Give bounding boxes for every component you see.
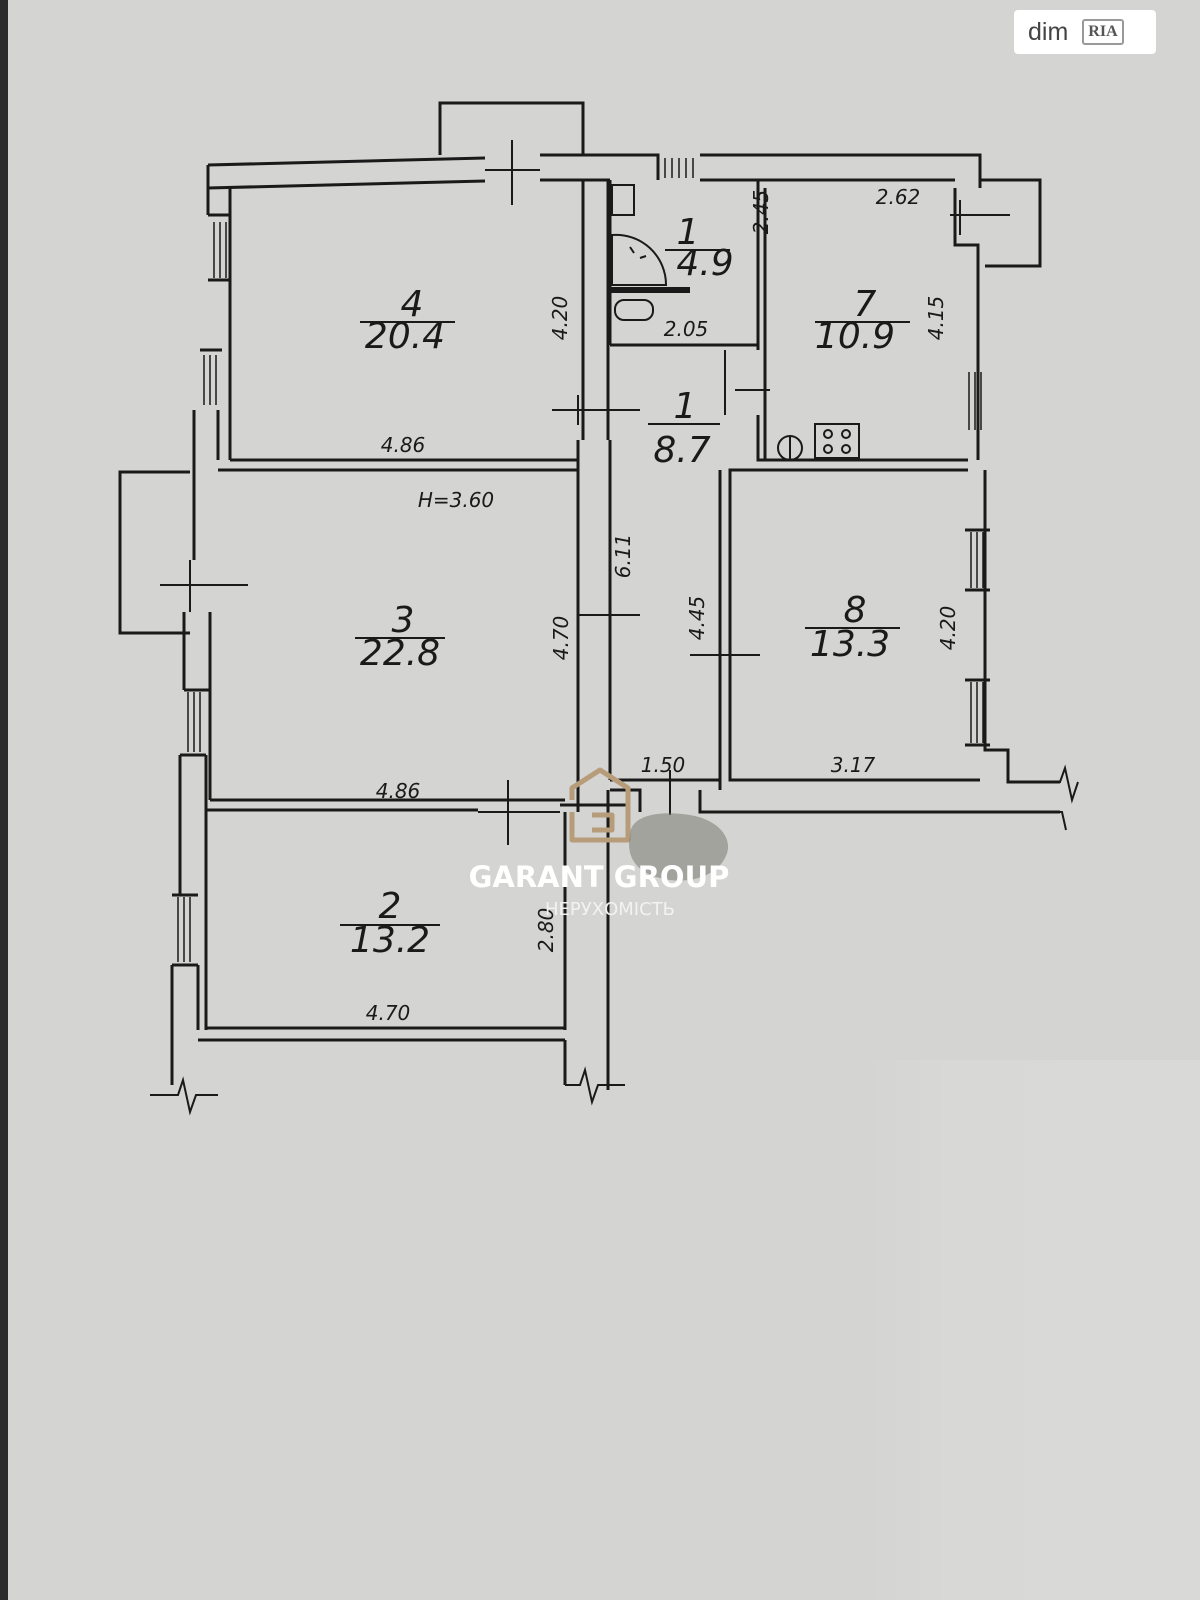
dim-2-05: 2.05 bbox=[664, 317, 709, 341]
dimria-badge-ria: RIA bbox=[1082, 19, 1124, 45]
watermark-title: GARANT GROUP bbox=[469, 860, 730, 894]
dim-2-80: 2.80 bbox=[534, 908, 558, 953]
dim-4-45: 4.45 bbox=[685, 596, 709, 641]
room-4-number: 4 bbox=[401, 284, 424, 325]
room-1-bath-area: 4.9 bbox=[676, 243, 733, 284]
door-markers bbox=[160, 140, 1010, 845]
room-7-number: 7 bbox=[854, 284, 877, 325]
room-2-number: 2 bbox=[379, 886, 402, 927]
room-2-area: 13.2 bbox=[350, 920, 430, 961]
toilet-icon bbox=[614, 299, 654, 321]
dimria-badge[interactable]: dim RIA bbox=[1014, 10, 1156, 54]
garant-group-watermark: GARANT GROUP НЕРУХОМІСТЬ bbox=[469, 767, 730, 920]
break-symbols bbox=[150, 764, 1079, 1116]
dim-4-70-mid: 4.70 bbox=[549, 616, 573, 661]
height-label: H=3.60 bbox=[418, 488, 494, 512]
dim-4-20-top: 4.20 bbox=[548, 296, 572, 341]
room-1-hall-number: 1 bbox=[674, 386, 697, 427]
photo-edge bbox=[0, 0, 8, 1600]
dim-4-86-bottom: 4.86 bbox=[376, 779, 421, 803]
room-3-number: 3 bbox=[392, 600, 415, 641]
dim-2-45: 2.45 bbox=[749, 190, 773, 235]
window-hatching bbox=[177, 158, 984, 962]
room-7-area: 10.9 bbox=[815, 316, 895, 357]
dim-1-50: 1.50 bbox=[641, 753, 686, 777]
dim-4-20-right: 4.20 bbox=[936, 606, 960, 651]
dim-6-11: 6.11 bbox=[611, 534, 635, 579]
room-4-area: 20.4 bbox=[365, 316, 445, 357]
fixtures bbox=[611, 184, 860, 461]
stain bbox=[629, 813, 729, 881]
room-labels: 4 20.4 3 22.8 2 13.2 1 4.9 1 8.7 7 10.9 … bbox=[340, 212, 910, 961]
dim-3-17: 3.17 bbox=[831, 753, 876, 777]
room-3-area: 22.8 bbox=[360, 633, 440, 674]
room-8-area: 13.3 bbox=[810, 624, 890, 665]
dim-4-70-bottom: 4.70 bbox=[366, 1001, 411, 1025]
dimria-badge-dim: dim bbox=[1028, 17, 1069, 46]
dim-4-15: 4.15 bbox=[924, 296, 948, 341]
stove-icon bbox=[814, 423, 860, 459]
room-1-bath-number: 1 bbox=[677, 212, 700, 253]
dim-2-62: 2.62 bbox=[876, 185, 921, 209]
shower-icon bbox=[611, 233, 668, 286]
dim-4-86-top: 4.86 bbox=[381, 433, 426, 457]
room-8-number: 8 bbox=[844, 590, 867, 631]
dimension-labels: 2.45 2.62 4.20 2.05 4.15 4.86 H=3.60 6.1… bbox=[366, 185, 960, 1025]
watermark-subtitle: НЕРУХОМІСТЬ bbox=[545, 899, 675, 920]
walls bbox=[118, 101, 1060, 1090]
room-1-hall-area: 8.7 bbox=[653, 430, 710, 471]
sink-icon bbox=[611, 184, 635, 216]
garant-group-logo bbox=[569, 767, 631, 843]
